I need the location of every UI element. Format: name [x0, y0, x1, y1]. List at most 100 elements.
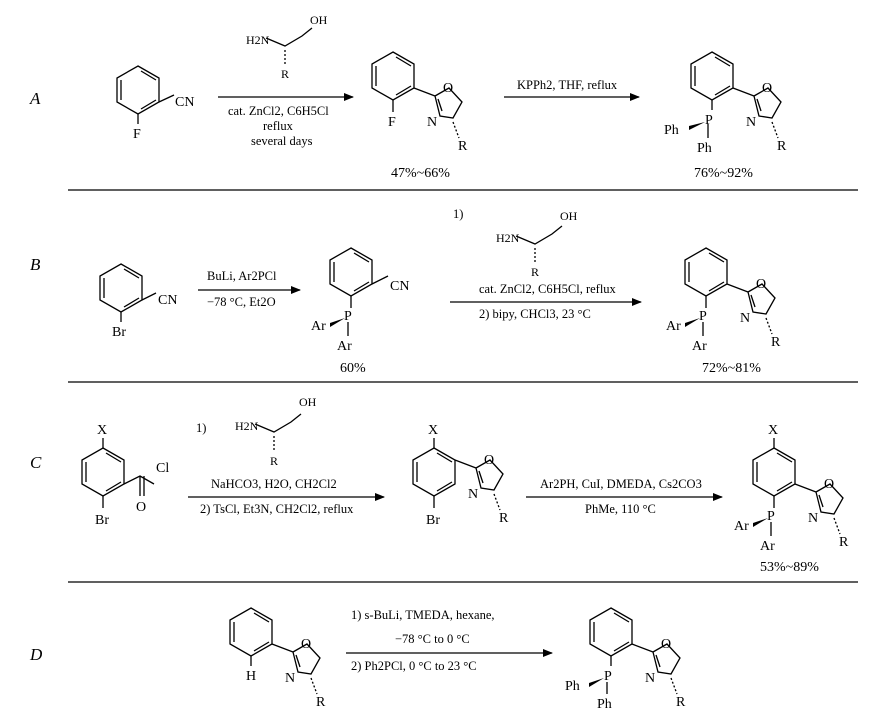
b-cond-2: −78 °C, Et2O	[207, 295, 276, 309]
c-cond-2: 2) TsCl, Et3N, CH2Cl2, reflux	[200, 502, 354, 516]
c-prod-r: R	[839, 535, 849, 550]
d-prod-ph2: Ph	[597, 697, 612, 712]
a-prod-o: O	[762, 81, 772, 96]
d-cond-1: 1) s-BuLi, TMEDA, hexane,	[351, 608, 495, 622]
c-int-o: O	[484, 453, 494, 468]
d-prod-p: P	[604, 669, 612, 684]
row-a: A CN F OH H2N R cat. ZnCl2, C6H5Cl reflu…	[29, 13, 787, 181]
b-prod-o: O	[756, 277, 766, 292]
a-f-label: F	[133, 127, 141, 142]
c-intermediate-oxazoline: X O N Br R	[412, 423, 509, 528]
d-react-h: H	[246, 669, 256, 684]
d-prod-n: N	[645, 671, 655, 686]
b-reagent-r: R	[531, 265, 539, 279]
row-d: D O N H R 1) s-BuLi, TMEDA, hexane, −78 …	[29, 607, 686, 712]
b-int-cn: CN	[390, 279, 409, 294]
b-product-yield: 72%~81%	[702, 361, 761, 376]
b-product-phox: O N P Ar Ar R	[666, 247, 781, 354]
c-prod-ar1: Ar	[734, 519, 749, 534]
row-label-d: D	[29, 645, 43, 664]
a-reagent-h2n: H2N	[246, 33, 270, 47]
a-int-r: R	[458, 139, 468, 154]
a-prod-p: P	[705, 113, 713, 128]
b-br-label: Br	[112, 325, 126, 340]
c-reagent-r: R	[270, 454, 278, 468]
row-label-b: B	[30, 255, 41, 274]
b-prod-ar2: Ar	[692, 339, 707, 354]
b-cond-4: 2) bipy, CHCl3, 23 °C	[479, 307, 591, 321]
b-cond-1: BuLi, Ar2PCl	[207, 269, 277, 283]
a-int-f: F	[388, 115, 396, 130]
b-reagent-aminoalcohol: OH H2N R	[496, 209, 578, 279]
b-cn-label: CN	[158, 293, 177, 308]
a-reagent-aminoalcohol: OH H2N R	[246, 13, 328, 81]
a-cond-1: cat. ZnCl2, C6H5Cl	[228, 104, 329, 118]
b-prod-p: P	[699, 309, 707, 324]
a-product-phox: O N P Ph Ph R	[664, 51, 787, 156]
a-reagent-r: R	[281, 67, 289, 81]
c-reagent-oh: OH	[299, 395, 317, 409]
row-c: C X Cl O Br 1) OH H2N R NaHCO3, H2O, CH2…	[30, 395, 849, 575]
c-int-br: Br	[426, 513, 440, 528]
b-cond-3: cat. ZnCl2, C6H5Cl, reflux	[479, 282, 617, 296]
c-reagent-aminoalcohol: OH H2N R	[235, 395, 317, 468]
a-cond-step2: KPPh2, THF, reflux	[517, 78, 618, 92]
a-cond-3: several days	[251, 134, 313, 148]
a-intermediate-oxazoline: O N F R	[371, 51, 468, 154]
c-int-r: R	[499, 511, 509, 526]
d-prod-ph1: Ph	[565, 679, 580, 694]
b-prod-n: N	[740, 311, 750, 326]
d-reactant-phenyloxazoline: O N H R	[229, 607, 326, 710]
a-prod-r: R	[777, 139, 787, 154]
b-int-p: P	[344, 309, 352, 324]
a-product-yield: 76%~92%	[694, 166, 753, 181]
a-reagent-oh: OH	[310, 13, 328, 27]
b-reactant-bromobenzonitrile: CN Br	[99, 263, 177, 340]
c-cl-label: Cl	[156, 461, 169, 476]
b-prod-ar1: Ar	[666, 319, 681, 334]
d-react-o: O	[301, 637, 311, 652]
d-react-r: R	[316, 695, 326, 710]
b-intermediate-yield: 60%	[340, 361, 366, 376]
c-reagent-h2n: H2N	[235, 419, 259, 433]
c-reactant-bromobenzoylchloride: X Cl O Br	[81, 423, 169, 528]
a-prod-ph1: Ph	[664, 123, 679, 138]
c-br-label: Br	[95, 513, 109, 528]
d-cond-2: −78 °C to 0 °C	[395, 632, 470, 646]
d-prod-o: O	[661, 637, 671, 652]
a-cond-2: reflux	[263, 119, 294, 133]
c-cond-3: Ar2PH, CuI, DMEDA, Cs2CO3	[540, 477, 702, 491]
c-prod-o: O	[824, 477, 834, 492]
b-intermediate-phosphinobenzonitrile: CN P Ar Ar	[311, 247, 409, 354]
a-reactant-fluorobenzonitrile: CN F	[116, 65, 194, 142]
c-int-n: N	[468, 487, 478, 502]
c-prod-n: N	[808, 511, 818, 526]
c-int-x: X	[428, 423, 438, 438]
b-prod-r: R	[771, 335, 781, 350]
a-prod-n: N	[746, 115, 756, 130]
d-prod-r: R	[676, 695, 686, 710]
b-step-1-number: 1)	[453, 207, 463, 221]
b-int-ar2: Ar	[337, 339, 352, 354]
a-int-n: N	[427, 115, 437, 130]
c-product-yield: 53%~89%	[760, 560, 819, 575]
c-step-1-number: 1)	[196, 421, 206, 435]
a-int-o: O	[443, 81, 453, 96]
row-label-c: C	[30, 453, 42, 472]
c-cond-4: PhMe, 110 °C	[585, 502, 656, 516]
c-prod-x: X	[768, 423, 778, 438]
row-label-a: A	[29, 89, 41, 108]
a-prod-ph2: Ph	[697, 141, 712, 156]
d-cond-3: 2) Ph2PCl, 0 °C to 23 °C	[351, 659, 477, 673]
row-b: B CN Br BuLi, Ar2PCl −78 °C, Et2O CN P A…	[30, 207, 781, 376]
c-prod-p: P	[767, 509, 775, 524]
a-intermediate-yield: 47%~66%	[391, 166, 450, 181]
d-product-phox: O N P Ph Ph R	[565, 607, 686, 712]
c-x-label: X	[97, 423, 107, 438]
b-reagent-oh: OH	[560, 209, 578, 223]
c-product-phox: X O N P Ar Ar R	[734, 423, 849, 554]
b-int-ar1: Ar	[311, 319, 326, 334]
d-react-n: N	[285, 671, 295, 686]
